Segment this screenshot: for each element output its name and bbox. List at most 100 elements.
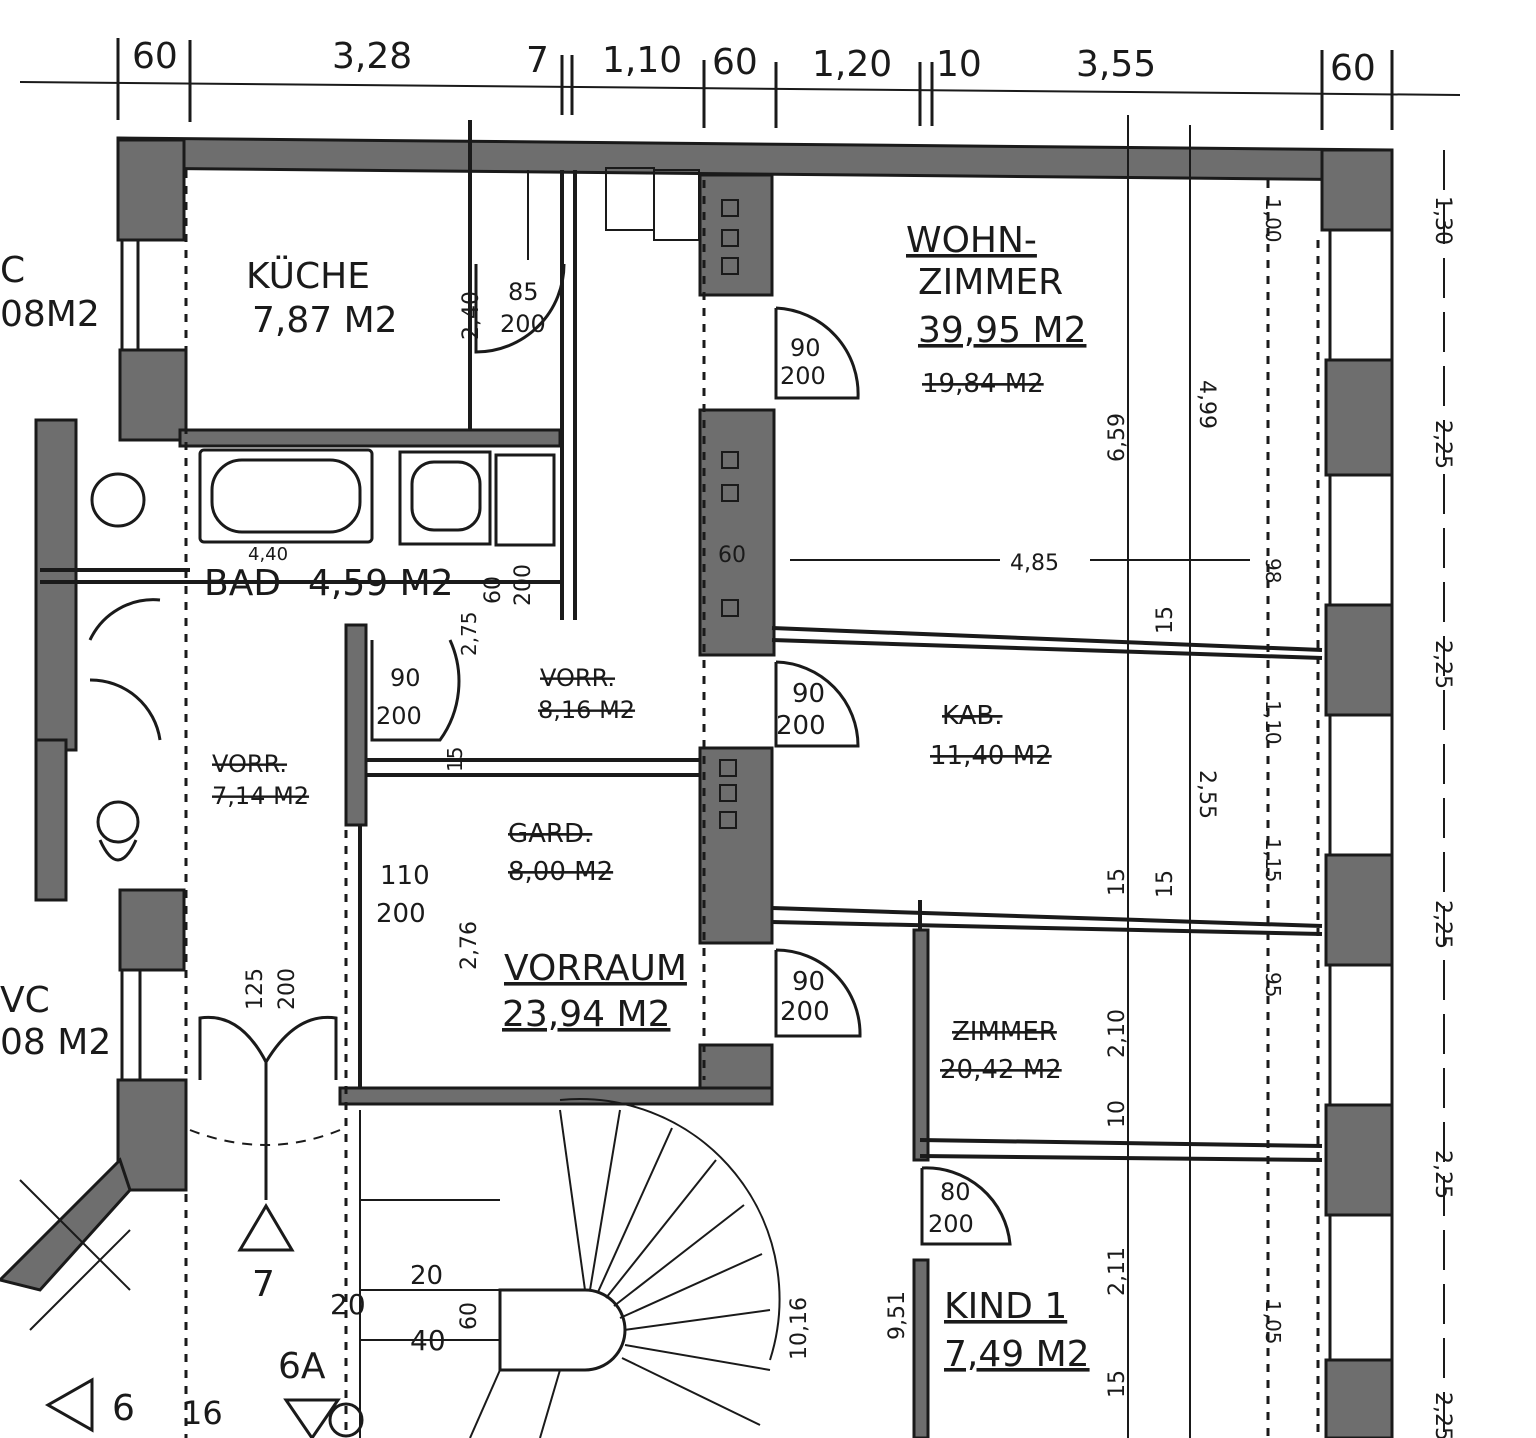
top-dim-2: 3,28 bbox=[332, 36, 412, 77]
room-wc-top-name: C bbox=[0, 250, 25, 291]
right-inner-3: 1,10 bbox=[1261, 700, 1285, 745]
dim-211: 2,11 bbox=[1105, 1247, 1130, 1296]
room-kab-area: 11,40 M2 bbox=[930, 741, 1052, 771]
dim-60: 60 bbox=[718, 543, 746, 568]
stair-label-7: 7 bbox=[252, 1264, 275, 1305]
dim-10: 10 bbox=[1105, 1100, 1130, 1128]
dim-499: 4,99 bbox=[1194, 380, 1219, 429]
right-dim-6: 2,25 bbox=[1430, 1392, 1455, 1438]
dim-15c: 15 bbox=[1153, 870, 1178, 898]
top-dim-9: 60 bbox=[1330, 48, 1376, 89]
door-9-w: 60 bbox=[481, 576, 506, 604]
right-dim-5: 2,25 bbox=[1430, 1150, 1455, 1199]
stair-label-6a: 6A bbox=[278, 1346, 326, 1387]
room-bad-area: 4,59 M2 bbox=[308, 563, 454, 604]
door-8-h: 200 bbox=[275, 968, 300, 1010]
stair-label-20: 20 bbox=[330, 1288, 366, 1321]
room-wohn-name2: ZIMMER bbox=[918, 262, 1063, 303]
door-7-w: 80 bbox=[940, 1178, 971, 1206]
top-dim-5: 60 bbox=[712, 42, 758, 83]
dim-659: 6,59 bbox=[1105, 413, 1130, 462]
room-wc-top-area: 08M2 bbox=[0, 294, 100, 335]
dim-15b: 15 bbox=[1105, 868, 1130, 896]
room-kab-name: KAB. bbox=[942, 701, 1002, 731]
interior-dimension-labels: 2,40 6,59 4,99 4,85 60 15 15 15 2,55 2,7… bbox=[248, 291, 1250, 1398]
top-dim-1: 60 bbox=[132, 36, 178, 77]
door-swings bbox=[88, 263, 1012, 1246]
room-wc-bottom-name: VC bbox=[0, 980, 50, 1021]
stair-label-6: 6 bbox=[112, 1388, 135, 1429]
right-inner-4: 1,15 bbox=[1261, 838, 1285, 883]
door-2-w: 90 bbox=[790, 334, 821, 362]
dim-275: 2,75 bbox=[457, 611, 481, 656]
door-7-h: 200 bbox=[928, 1210, 974, 1238]
door-6-h: 200 bbox=[376, 899, 426, 929]
right-dimension-chain: 1,30 2,25 2,25 2,25 2,25 2,25 1,00 98 1,… bbox=[1261, 150, 1455, 1438]
room-kueche-name: KÜCHE bbox=[246, 255, 370, 297]
dim-k-height: 2,40 bbox=[459, 291, 484, 340]
room-kind-area: 7,49 M2 bbox=[944, 1334, 1090, 1375]
dim-440: 4,40 bbox=[248, 544, 288, 565]
dim-485: 4,85 bbox=[1010, 551, 1059, 576]
door-4-h: 200 bbox=[780, 997, 830, 1027]
room-zimmer-name: ZIMMER bbox=[952, 1017, 1057, 1047]
door-1-w: 85 bbox=[508, 278, 539, 306]
dim-255: 2,55 bbox=[1194, 770, 1219, 819]
door-6-w: 110 bbox=[380, 861, 430, 891]
door-2-h: 200 bbox=[780, 362, 826, 390]
room-labels: KÜCHE 7,87 M2 WOHN- ZIMMER 39,95 M2 19,8… bbox=[0, 220, 1090, 1375]
room-kueche-area: 7,87 M2 bbox=[252, 300, 398, 341]
stair-labels: 7 6A 6 16 20 40 60 20 bbox=[44, 1261, 482, 1438]
room-kind-name: KIND 1 bbox=[944, 1286, 1067, 1327]
top-dim-7: 10 bbox=[936, 44, 982, 85]
room-wc-bottom-area: 08 M2 bbox=[0, 1022, 111, 1063]
room-bad-name: BAD bbox=[204, 563, 281, 604]
dim-1016: 10,16 bbox=[787, 1297, 812, 1360]
dashed-lines bbox=[184, 170, 1320, 1438]
stair-label-20b: 20 bbox=[410, 1261, 443, 1291]
door-5-h: 200 bbox=[376, 702, 422, 730]
top-dimension-chain: 60 3,28 7 1,10 60 1,20 10 3,55 60 bbox=[19, 36, 1461, 130]
top-dim-8: 3,55 bbox=[1076, 44, 1156, 85]
door-labels: 85 200 90 200 90 200 90 200 90 200 110 2… bbox=[243, 278, 974, 1238]
stair-label-16: 16 bbox=[182, 1394, 223, 1432]
right-dim-1: 1,30 bbox=[1430, 196, 1455, 245]
right-inner-2: 98 bbox=[1261, 558, 1285, 583]
right-inner-1: 1,00 bbox=[1261, 198, 1285, 243]
room-wohn-area: 39,95 M2 bbox=[918, 310, 1086, 351]
door-3-w: 90 bbox=[792, 679, 825, 709]
top-dim-3: 7 bbox=[526, 40, 549, 81]
dim-210: 2,10 bbox=[1105, 1009, 1130, 1058]
top-dim-6: 1,20 bbox=[812, 44, 892, 85]
door-3-h: 200 bbox=[776, 711, 826, 741]
dim-v15: 15 bbox=[443, 747, 467, 772]
right-dim-2: 2,25 bbox=[1430, 420, 1455, 469]
room-vorr-upper-name: VORR. bbox=[540, 664, 615, 692]
door-8-w: 125 bbox=[243, 968, 268, 1010]
room-wohn-name1: WOHN- bbox=[906, 220, 1037, 261]
room-vorr-left-name: VORR. bbox=[212, 750, 287, 778]
right-dim-3: 2,25 bbox=[1430, 640, 1455, 689]
dim-15d: 15 bbox=[1105, 1370, 1130, 1398]
door-1-h: 200 bbox=[500, 310, 546, 338]
room-vorr-upper-area: 8,16 M2 bbox=[538, 696, 635, 724]
room-wohn-area-old: 19,84 M2 bbox=[922, 369, 1044, 399]
door-5-w: 90 bbox=[390, 664, 421, 692]
dim-951: 9,51 bbox=[885, 1291, 910, 1340]
interior-walls bbox=[40, 115, 1323, 1438]
right-inner-6: 1,05 bbox=[1261, 1300, 1285, 1345]
door-4-w: 90 bbox=[792, 967, 825, 997]
right-inner-5: 95 bbox=[1261, 972, 1285, 997]
right-dim-4: 2,25 bbox=[1430, 900, 1455, 949]
stair-label-40: 40 bbox=[410, 1324, 446, 1357]
room-vorr-left-area: 7,14 M2 bbox=[212, 782, 309, 810]
dim-15a: 15 bbox=[1153, 606, 1178, 634]
door-9-h: 200 bbox=[511, 564, 536, 606]
room-zimmer-area: 20,42 M2 bbox=[940, 1055, 1062, 1085]
room-vorraum-name: VORRAUM bbox=[504, 948, 687, 989]
top-dim-4: 1,10 bbox=[602, 40, 682, 81]
room-vorraum-area: 23,94 M2 bbox=[502, 994, 670, 1035]
room-gard-name: GARD. bbox=[508, 819, 592, 849]
dim-276: 2,76 bbox=[457, 921, 482, 970]
